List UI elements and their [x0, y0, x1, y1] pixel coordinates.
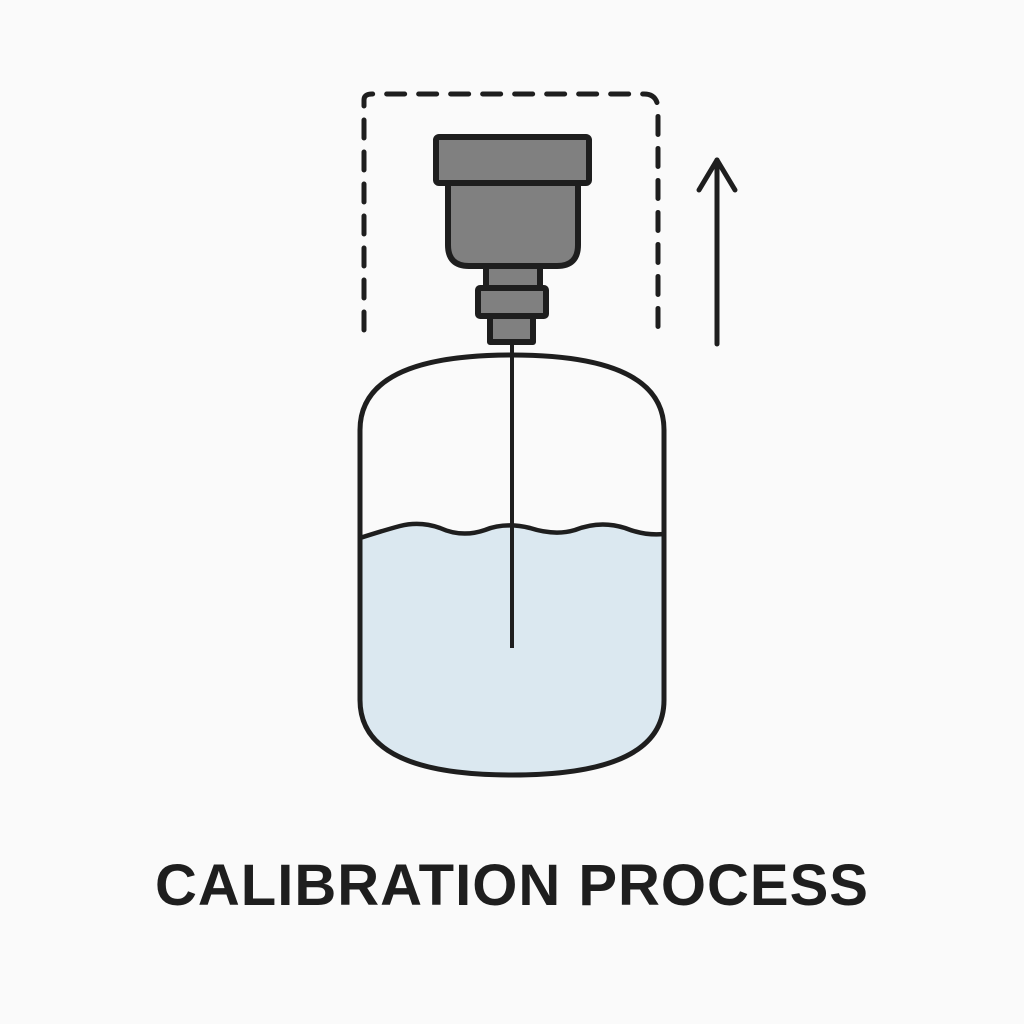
level-sensor-icon [433, 134, 592, 345]
diagram-title: CALIBRATION PROCESS [155, 853, 869, 918]
liquid-surface [359, 521, 665, 541]
tank-icon [357, 352, 667, 778]
liquid [360, 523, 664, 775]
tank-outline [357, 352, 667, 778]
up-arrow-icon [696, 157, 738, 347]
dashed-boundary-icon [361, 91, 661, 339]
